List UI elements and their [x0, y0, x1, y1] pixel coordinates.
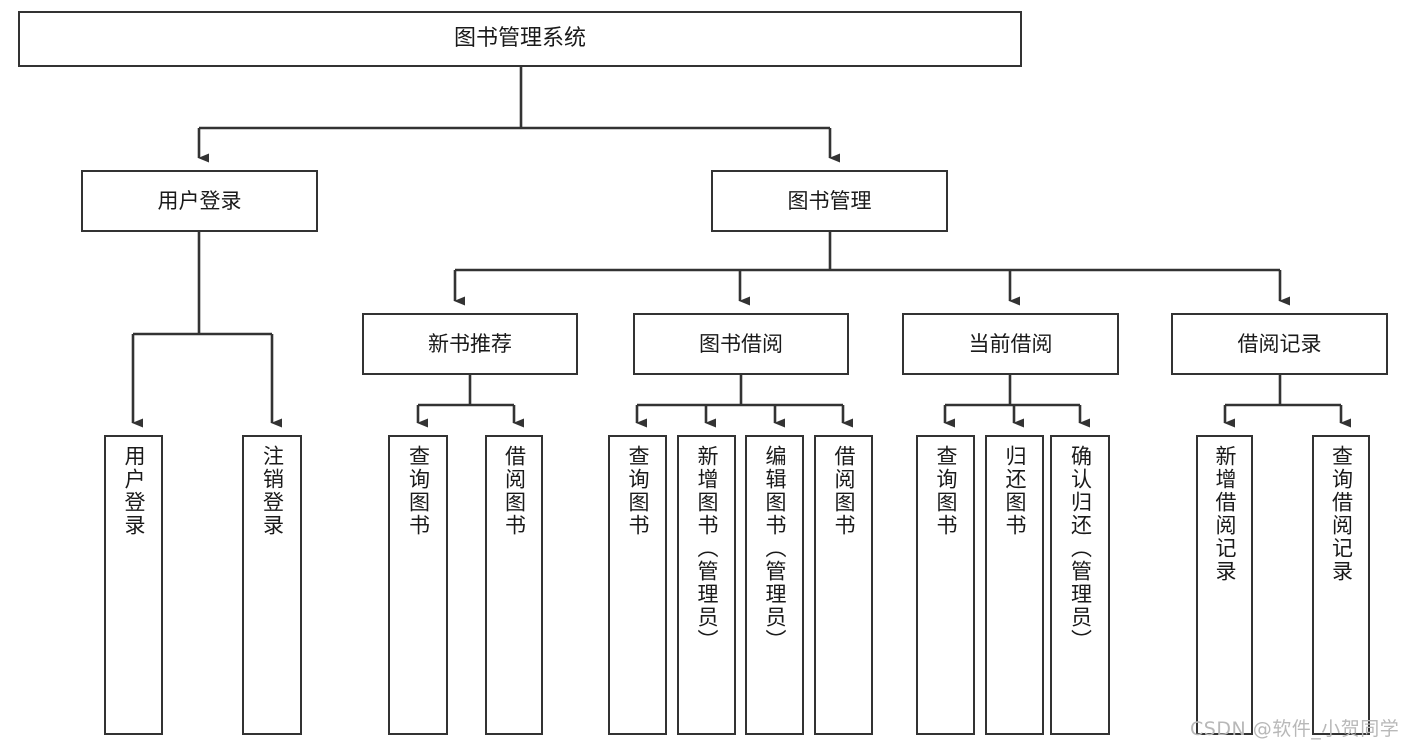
leaf-node[interactable]: 借阅图书: [485, 435, 543, 735]
leaf-node[interactable]: 归还图书: [985, 435, 1044, 735]
leaf-node-label: 编辑图书（管理员）: [763, 445, 787, 652]
leaf-node-label: 借阅图书: [832, 445, 856, 537]
node-book-borrow-label: 图书借阅: [699, 331, 783, 356]
leaf-node-label: 注销登录: [260, 445, 285, 537]
node-current-borrow-label: 当前借阅: [968, 331, 1053, 356]
node-book-borrow[interactable]: 图书借阅: [633, 313, 849, 375]
leaf-node[interactable]: 用户登录: [104, 435, 163, 735]
leaf-node-label: 确认归还（管理员）: [1068, 445, 1093, 652]
leaf-node-label: 查询图书: [934, 445, 958, 537]
leaf-node-label: 借阅图书: [502, 445, 527, 537]
leaf-node[interactable]: 编辑图书（管理员）: [745, 435, 804, 735]
leaf-node-label: 用户登录: [122, 445, 146, 537]
leaf-node[interactable]: 借阅图书: [814, 435, 873, 735]
node-user-login[interactable]: 用户登录: [81, 170, 318, 232]
leaf-node[interactable]: 查询图书: [916, 435, 975, 735]
node-new-book-recommend[interactable]: 新书推荐: [362, 313, 578, 375]
node-current-borrow[interactable]: 当前借阅: [902, 313, 1119, 375]
node-root-label: 图书管理系统: [453, 26, 586, 52]
node-borrow-record-label: 借阅记录: [1237, 331, 1322, 356]
leaf-node[interactable]: 新增借阅记录: [1196, 435, 1253, 735]
leaf-node[interactable]: 查询图书: [388, 435, 448, 735]
leaf-node-label: 归还图书: [1003, 445, 1027, 537]
leaf-node[interactable]: 查询借阅记录: [1312, 435, 1370, 735]
leaf-node[interactable]: 确认归还（管理员）: [1050, 435, 1110, 735]
node-root[interactable]: 图书管理系统: [18, 11, 1022, 67]
leaf-node[interactable]: 注销登录: [242, 435, 302, 735]
leaf-node-label: 新增借阅记录: [1213, 445, 1237, 583]
leaf-node-label: 查询借阅记录: [1329, 445, 1354, 583]
leaf-node-label: 查询图书: [626, 445, 650, 537]
node-book-management-label: 图书管理: [787, 188, 872, 213]
node-borrow-record[interactable]: 借阅记录: [1171, 313, 1388, 375]
leaf-node-label: 查询图书: [406, 445, 431, 537]
node-new-book-recommend-label: 新书推荐: [428, 331, 512, 356]
leaf-node[interactable]: 查询图书: [608, 435, 667, 735]
leaf-node[interactable]: 新增图书（管理员）: [677, 435, 736, 735]
node-book-management[interactable]: 图书管理: [711, 170, 948, 232]
leaf-node-label: 新增图书（管理员）: [695, 445, 719, 652]
watermark: CSDN @软件_小贺同学: [1190, 718, 1400, 740]
node-user-login-label: 用户登录: [157, 188, 242, 213]
